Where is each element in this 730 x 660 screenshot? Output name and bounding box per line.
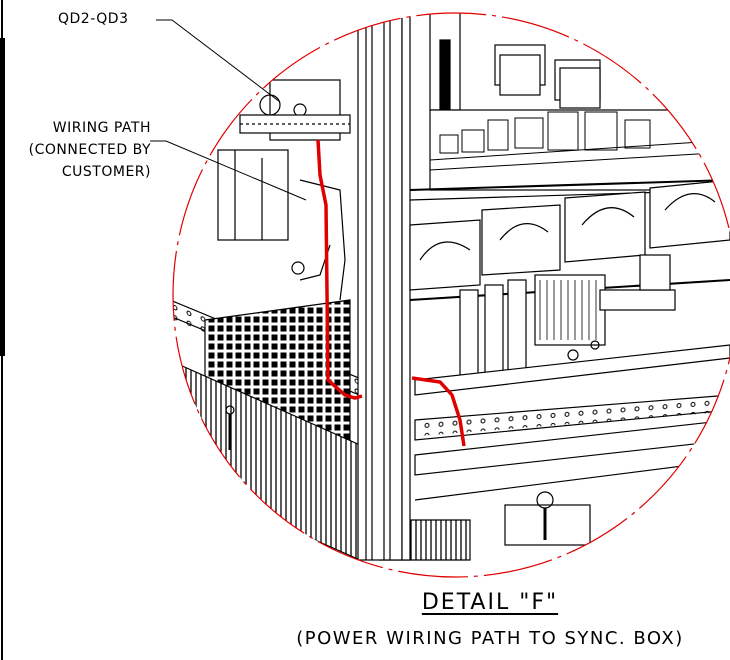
wiring-path-right [411, 376, 466, 447]
detail-circle [172, 12, 730, 578]
cabinet-detail [173, 13, 730, 561]
detail-subtitle: (POWER WIRING PATH TO SYNC. BOX) [296, 628, 684, 649]
callout-wiring-line3: CUSTOMER) [61, 164, 151, 180]
callout-wiring-path: WIRING PATH (CONNECTED BY CUSTOMER) [29, 117, 151, 183]
left-edge-mark [0, 38, 5, 356]
callout-qd2-qd3: QD2-QD3 [58, 11, 129, 27]
callout-wiring-line2: (CONNECTED BY [28, 142, 151, 158]
wiring-path-left [316, 139, 363, 400]
leader-wiring [150, 140, 307, 201]
detail-title: DETAIL "F" [421, 590, 559, 615]
callout-wiring-line1: WIRING PATH [52, 120, 151, 136]
leader-qd [156, 19, 281, 103]
